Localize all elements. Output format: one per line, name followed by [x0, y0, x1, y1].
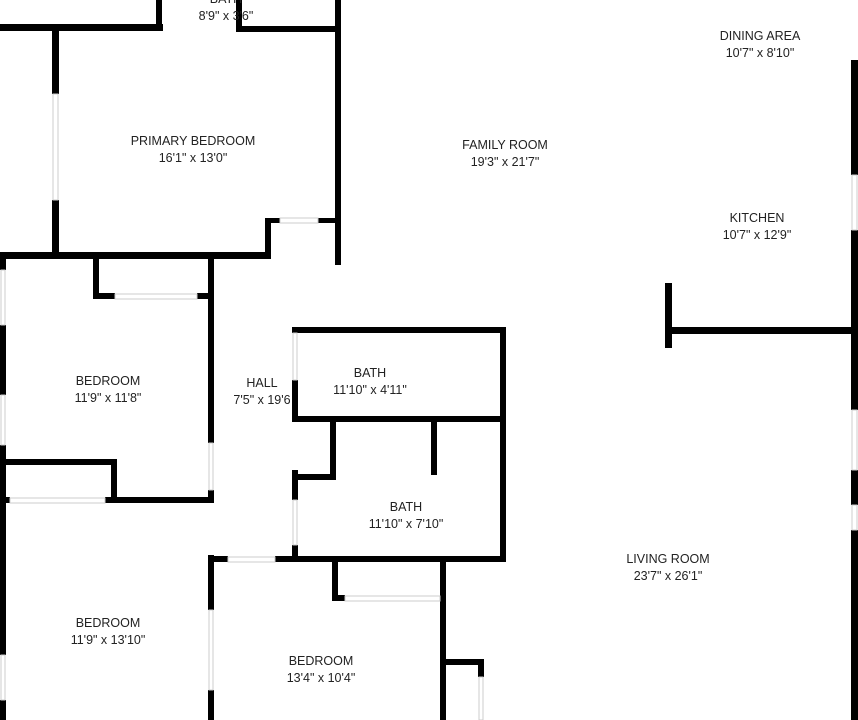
room-label-kitchen: KITCHEN 10'7" x 12'9"	[723, 210, 792, 244]
room-name: BATH	[199, 0, 254, 8]
room-name: PRIMARY BEDROOM	[130, 134, 256, 148]
room-label-family-room: FAMILY ROOM 19'3" x 21'7"	[462, 137, 548, 171]
room-size: 19'3" x 21'7"	[470, 155, 540, 169]
room-label-primary-bedroom: PRIMARY BEDROOM 16'1" x 13'0"	[131, 133, 256, 167]
room-size: 11'10" x 4'11"	[333, 383, 407, 397]
room-name: BATH	[353, 366, 387, 380]
room-name: BEDROOM	[75, 616, 141, 630]
room-label-bath-2: BATH 11'10" x 7'10"	[369, 499, 444, 533]
room-size: 10'7" x 12'9"	[722, 228, 792, 242]
room-label-bath-top: BATH8'9" x 3'6"	[199, 0, 254, 25]
room-label-hall: HALL 7'5" x 19'6	[233, 375, 290, 409]
room-name: KITCHEN	[729, 211, 785, 225]
room-size: 11'9" x 13'10"	[70, 633, 146, 647]
room-name: LIVING ROOM	[626, 552, 710, 566]
room-size: 16'1" x 13'0"	[158, 151, 228, 165]
room-label-bedroom-2: BEDROOM 11'9" x 13'10"	[71, 615, 146, 649]
room-size: 8'9" x 3'6"	[198, 9, 254, 23]
room-size: 10'7" x 8'10"	[725, 46, 795, 60]
room-size: 23'7" x 26'1"	[633, 569, 703, 583]
room-label-bedroom-1: BEDROOM 11'9" x 11'8"	[75, 373, 142, 407]
room-name: DINING AREA	[719, 29, 801, 43]
room-label-dining-area: DINING AREA 10'7" x 8'10"	[720, 28, 801, 62]
room-name: BEDROOM	[75, 374, 141, 388]
room-size: 11'9" x 11'8"	[74, 391, 142, 405]
room-name: BEDROOM	[288, 654, 354, 668]
room-name: HALL	[246, 376, 278, 390]
room-size: 13'4" x 10'4"	[286, 671, 356, 685]
room-name: FAMILY ROOM	[462, 138, 548, 152]
room-label-bath-1: BATH 11'10" x 4'11"	[333, 365, 407, 399]
room-label-living-room: LIVING ROOM 23'7" x 26'1"	[626, 551, 709, 585]
room-size: 11'10" x 7'10"	[368, 517, 444, 531]
room-size: 7'5" x 19'6	[233, 393, 291, 407]
windows	[0, 93, 858, 720]
room-name: BATH	[389, 500, 423, 514]
room-label-bedroom-3: BEDROOM 13'4" x 10'4"	[287, 653, 356, 687]
